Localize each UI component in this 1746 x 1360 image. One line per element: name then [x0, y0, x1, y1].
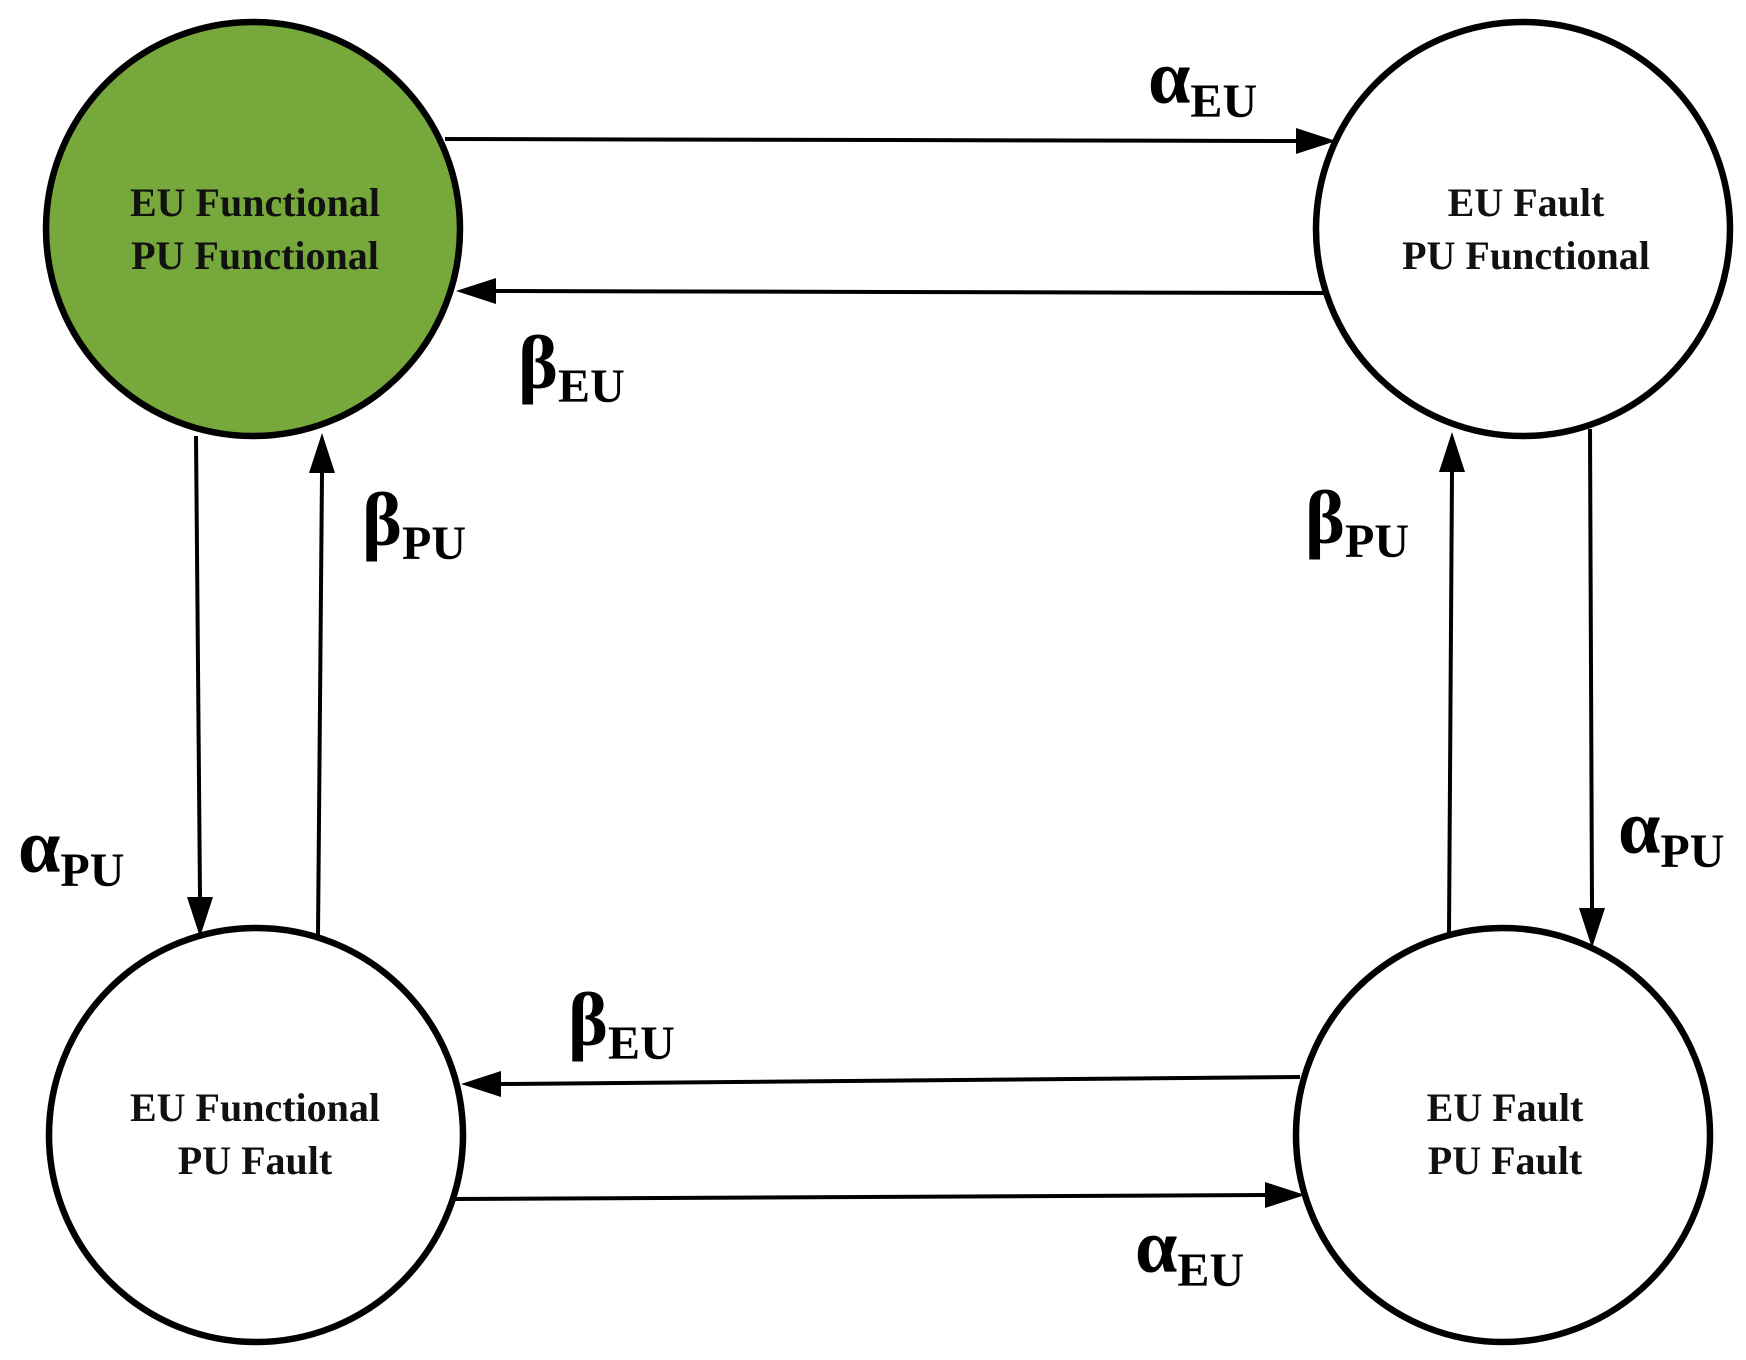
state-eu-functional-pu-fault: EU Functional PU Fault	[45, 924, 467, 1346]
transition-arrow-right-beta-pu	[1439, 432, 1465, 935]
state-label-line2: PU Functional	[131, 233, 379, 278]
rate-subscript: EU	[558, 360, 625, 413]
transition-arrow-left-alpha-pu	[187, 435, 213, 937]
rate-label-right-beta-pu: βPU	[1305, 476, 1409, 568]
rate-subscript: PU	[60, 844, 124, 897]
rate-subscript: EU	[1190, 75, 1257, 128]
state-label-line2: PU Functional	[1402, 233, 1650, 278]
rate-symbol: β	[518, 321, 558, 405]
rate-label-bottom-alpha-eu: αEU	[1135, 1205, 1244, 1297]
rate-symbol: α	[1135, 1205, 1177, 1289]
rate-subscript: PU	[1660, 825, 1724, 878]
state-label-line1: EU Functional	[130, 180, 380, 225]
state-label-line1: EU Fault	[1448, 180, 1605, 225]
rate-subscript: EU	[608, 1017, 675, 1070]
rate-symbol: α	[1618, 786, 1660, 870]
rate-label-top-beta-eu: βEU	[518, 321, 625, 413]
rate-symbol: α	[18, 805, 60, 889]
state-label-line2: PU Fault	[178, 1138, 333, 1183]
rate-subscript: PU	[402, 517, 466, 570]
rate-label-top-alpha-eu: αEU	[1148, 36, 1257, 128]
state-eu-fault-pu-functional: EU Fault PU Functional	[1312, 18, 1734, 440]
rate-symbol: α	[1148, 36, 1190, 120]
rate-label-left-beta-pu: βPU	[362, 478, 466, 570]
state-circle-eu-functional-pu-functional	[42, 18, 464, 440]
transition-arrow-bottom-alpha-eu	[454, 1182, 1305, 1208]
state-circle-eu-fault-pu-fault	[1292, 924, 1714, 1346]
rate-label-bottom-beta-eu: βEU	[568, 978, 675, 1070]
transition-arrow-bottom-beta-eu	[461, 1071, 1301, 1097]
state-label-line2: PU Fault	[1428, 1138, 1583, 1183]
rate-label-right-alpha-pu: αPU	[1618, 786, 1724, 878]
state-label-line1: EU Fault	[1427, 1085, 1584, 1130]
rate-subscript: PU	[1345, 515, 1409, 568]
transition-arrow-left-beta-pu	[309, 433, 335, 936]
rate-label-left-alpha-pu: αPU	[18, 805, 124, 897]
state-eu-functional-pu-functional: EU Functional PU Functional	[42, 18, 464, 440]
rate-symbol: β	[1305, 476, 1345, 560]
state-circle-eu-fault-pu-functional	[1312, 18, 1734, 440]
state-circle-eu-functional-pu-fault	[45, 924, 467, 1346]
rate-symbol: β	[568, 978, 608, 1062]
transition-arrow-right-alpha-pu	[1579, 428, 1605, 948]
rate-subscript: EU	[1177, 1244, 1244, 1297]
state-label-line1: EU Functional	[130, 1085, 380, 1130]
transition-arrow-top-beta-eu	[456, 278, 1325, 304]
transition-arrow-top-alpha-eu	[444, 128, 1336, 154]
rate-symbol: β	[362, 478, 402, 562]
state-eu-fault-pu-fault: EU Fault PU Fault	[1292, 924, 1714, 1346]
